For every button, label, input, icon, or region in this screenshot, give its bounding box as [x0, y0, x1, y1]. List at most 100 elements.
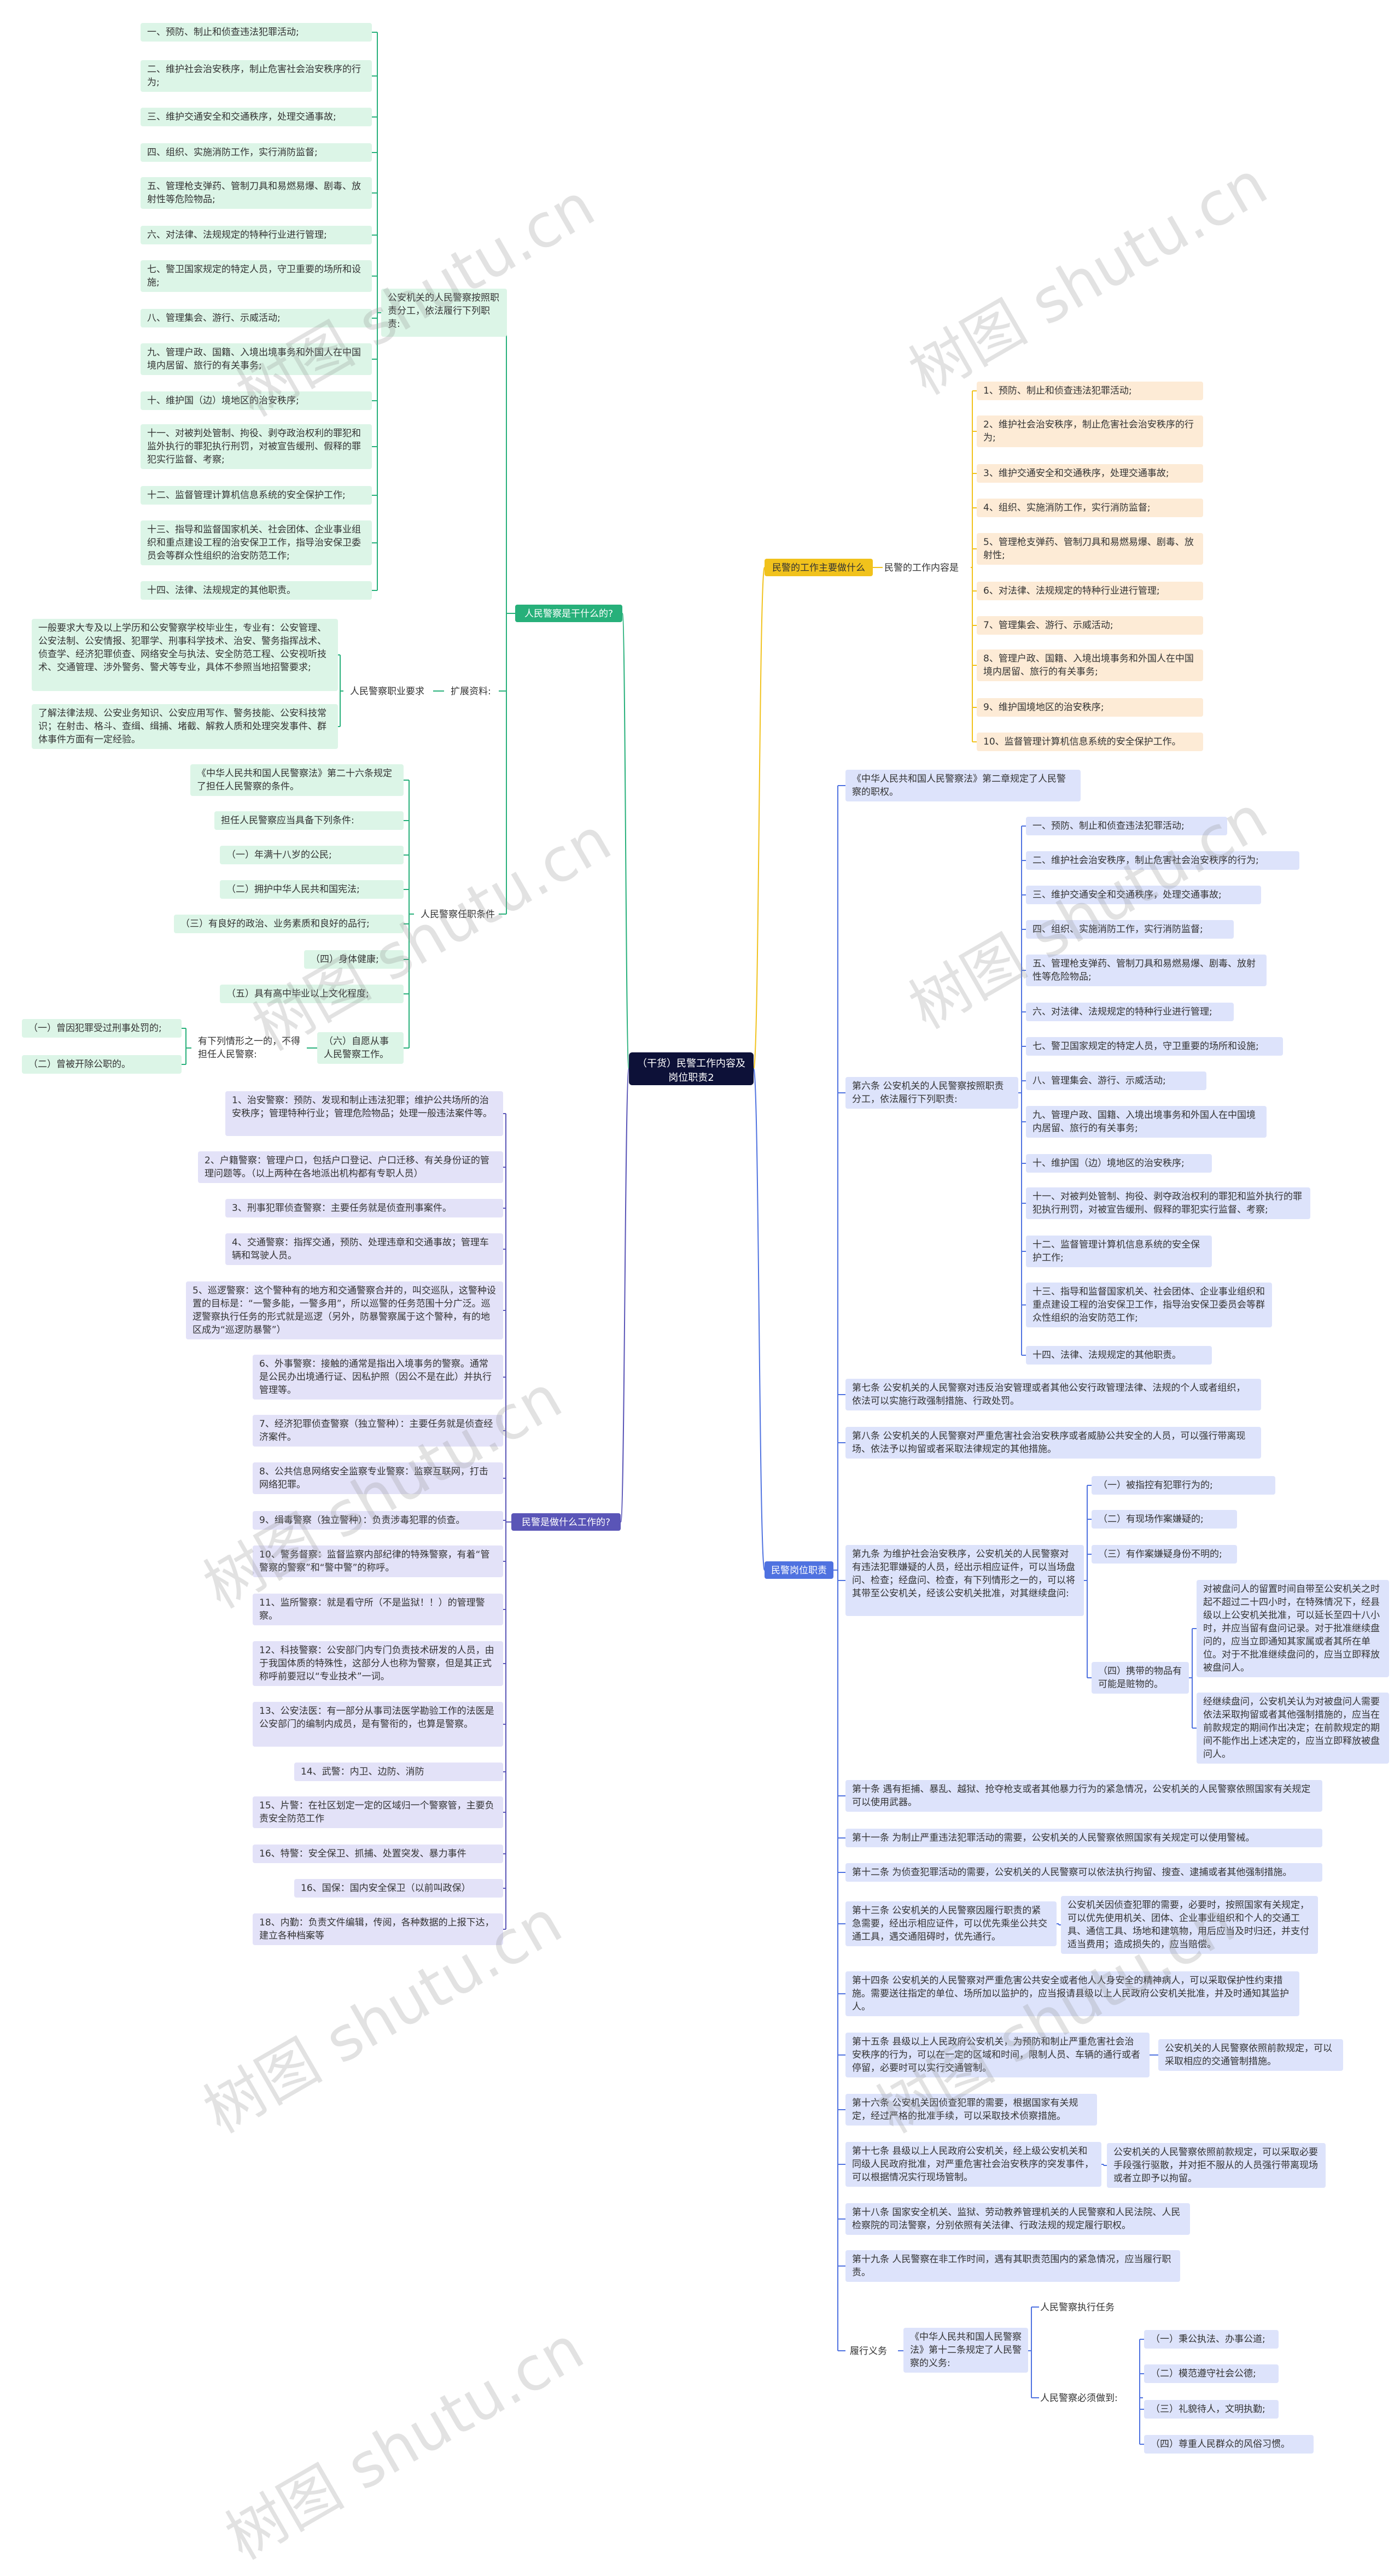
requirements-label[interactable]: 人民警察职业要求 [350, 686, 424, 697]
kind-item[interactable]: 8、公共信息网络安全监察专业警察：监察互联网，打击网络犯罪。 [253, 1462, 503, 1494]
content-item[interactable]: 6、对法律、法规规定的特种行业进行管理; [977, 582, 1203, 600]
what-duty-item[interactable]: 三、维护交通安全和交通秩序，处理交通事故; [141, 108, 372, 126]
kind-item[interactable]: 6、外事警察：接触的通常是指出入境事务的警察。通常是公民办出境通行证、因私护照（… [253, 1355, 503, 1400]
kind-item[interactable]: 1、治安警察：预防、发现和制止违法犯罪；维护公共场所的治安秩序；管理特种行业；管… [225, 1091, 503, 1136]
what-duty-item[interactable]: 二、维护社会治安秩序，制止危害社会治安秩序的行为; [141, 60, 372, 92]
article-15-detail[interactable]: 公安机关的人民警察依照前款规定，可以采取相应的交通管制措施。 [1158, 2039, 1343, 2071]
article-13[interactable]: 第十三条 公安机关的人民警察因履行职责的紧急需要，经出示相应证件，可以优先乘坐公… [845, 1901, 1057, 1946]
kind-item[interactable]: 16、国保：国内安全保卫（以前叫政保） [294, 1879, 503, 1898]
what-duty-item[interactable]: 八、管理集会、游行、示威活动; [141, 309, 372, 327]
obligation-label[interactable]: 履行义务 [850, 2346, 887, 2357]
article-11[interactable]: 第十一条 为制止严重违法犯罪活动的需要，公安机关的人民警察依照国家有关规定可以使… [845, 1829, 1322, 1847]
negative-label[interactable]: 有下列情形之一的，不得担任人民警察: [198, 1036, 300, 1060]
article-10[interactable]: 第十条 遇有拒捕、暴乱、越狱、抢夺枪支或者其他暴力行为的紧急情况，公安机关的人民… [845, 1780, 1322, 1812]
what-duty-item[interactable]: 四、组织、实施消防工作，实行消防监督; [141, 143, 372, 162]
what-duty-item[interactable]: 七、警卫国家规定的特定人员，守卫重要的场所和设施; [141, 260, 372, 292]
what-duty-item[interactable]: 十四、法律、法规规定的其他职责。 [141, 581, 372, 600]
kind-item[interactable]: 11、监所警察：就是看守所（不是监狱！！）的管理警察。 [253, 1594, 503, 1625]
article-6[interactable]: 第六条 公安机关的人民警察按照职责分工，依法履行下列职责: [845, 1077, 1018, 1109]
negative-item[interactable]: （一）曾因犯罪受过刑事处罚的; [22, 1019, 182, 1038]
obligation-source[interactable]: 《中华人民共和国人民警察法》第十二条规定了人民警察的义务: [903, 2328, 1028, 2373]
kind-item[interactable]: 9、缉毒警察（独立警种）：负责涉毒犯罪的侦查。 [253, 1511, 503, 1530]
duties-label[interactable]: 公安机关的人民警察按照职责分工，依法履行下列职责: [381, 289, 507, 337]
content-item[interactable]: 3、维护交通安全和交通秩序，处理交通事故; [977, 464, 1203, 483]
kind-item[interactable]: 16、特警：安全保卫、抓捕、处置突发、暴力事件 [253, 1845, 503, 1863]
branch-job-duties[interactable]: 民警岗位职责 [765, 1561, 833, 1579]
content-item[interactable]: 10、监督管理计算机信息系统的安全保护工作。 [977, 733, 1203, 751]
condition-item[interactable]: （三）有良好的政治、业务素质和良好的品行; [174, 915, 404, 933]
article-15[interactable]: 第十五条 县级以上人民政府公安机关，为预防和制止严重危害社会治安秩序的行为，可以… [845, 2033, 1150, 2077]
kind-item[interactable]: 4、交通警察：指挥交通，预防、处理违章和交通事故；管理车辆和驾驶人员。 [225, 1233, 503, 1265]
article-7[interactable]: 第七条 公安机关的人民警察对违反治安管理或者其他公安行政管理法律、法规的个人或者… [845, 1379, 1261, 1410]
art9-item[interactable]: （三）有作案嫌疑身份不明的; [1092, 1545, 1237, 1564]
kind-item[interactable]: 7、经济犯罪侦查警察（独立警种）：主要任务就是侦查经济案件。 [253, 1415, 503, 1447]
content-item[interactable]: 9、维护国境地区的治安秩序; [977, 698, 1203, 717]
content-item[interactable]: 7、管理集会、游行、示威活动; [977, 616, 1203, 635]
kind-item[interactable]: 15、片警：在社区划定一定的区域归一个警察管，主要负责安全防范工作 [253, 1796, 503, 1828]
obligation-item[interactable]: （三）礼貌待人，文明执勤; [1144, 2400, 1279, 2419]
article-16[interactable]: 第十六条 公安机关因侦查犯罪的需要，根据国家有关规定，经过严格的批准手续，可以采… [845, 2094, 1097, 2126]
kind-item[interactable]: 13、公安法医：有一部分从事司法医学勘验工作的法医是公安部门的编制内成员，是有警… [253, 1702, 503, 1747]
article-19[interactable]: 第十九条 人民警察在非工作时间，遇有其职责范围内的紧急情况，应当履行职责。 [845, 2250, 1180, 2282]
art9-item[interactable]: （四）携带的物品有可能是赃物的。 [1092, 1662, 1189, 1694]
art6-item[interactable]: 五、管理枪支弹药、管制刀具和易燃易爆、剧毒、放射性等危险物品; [1026, 955, 1267, 986]
art6-item[interactable]: 十一、对被判处管制、拘役、剥夺政治权利的罪犯和监外执行的罪犯执行刑罚，对被宣告缓… [1026, 1187, 1310, 1219]
condition-item[interactable]: （六）自愿从事人民警察工作。 [317, 1032, 404, 1064]
obligation-item[interactable]: （四）尊重人民群众的风俗习惯。 [1144, 2435, 1314, 2454]
content-item[interactable]: 4、组织、实施消防工作，实行消防监督; [977, 499, 1203, 517]
art9-item[interactable]: （二）有现场作案嫌疑的; [1092, 1510, 1237, 1529]
article-13-detail[interactable]: 公安机关因侦查犯罪的需要，必要时，按照国家有关规定，可以优先使用机关、团体、企业… [1061, 1896, 1318, 1954]
obligation-must[interactable]: 人民警察必须做到: [1040, 2393, 1118, 2404]
art6-item[interactable]: 十四、法律、法规规定的其他职责。 [1026, 1346, 1212, 1365]
extend-label[interactable]: 扩展资料: [451, 686, 491, 697]
what-duty-item[interactable]: 六、对法律、法规规定的特种行业进行管理; [141, 226, 372, 244]
obligation-exec[interactable]: 人民警察执行任务 [1040, 2302, 1115, 2313]
content-item[interactable]: 1、预防、制止和侦查违法犯罪活动; [977, 382, 1203, 400]
article-2[interactable]: 《中华人民共和国人民警察法》第二章规定了人民警察的职权。 [845, 770, 1081, 801]
art6-item[interactable]: 七、警卫国家规定的特定人员，守卫重要的场所和设施; [1026, 1037, 1283, 1056]
kind-item[interactable]: 18、内勤：负责文件编辑，传阅，各种数据的上报下达，建立各种档案等 [253, 1913, 503, 1945]
condition-item[interactable]: 《中华人民共和国人民警察法》第二十六条规定了担任人民警察的条件。 [190, 764, 404, 796]
article-9[interactable]: 第九条 为维护社会治安秩序，公安机关的人民警察对有违法犯罪嫌疑的人员，经出示相应… [845, 1545, 1084, 1616]
article-17-detail[interactable]: 公安机关的人民警察依照前款规定，可以采取必要手段强行驱散，并对拒不服从的人员强行… [1107, 2143, 1326, 2188]
art9-detail[interactable]: 经继续盘问，公安机关认为对被盘问人需要依法采取拘留或者其他强制措施的，应当在前款… [1197, 1693, 1389, 1764]
branch-police-kinds[interactable]: 民警是做什么工作的? [511, 1513, 621, 1531]
article-8[interactable]: 第八条 公安机关的人民警察对严重危害社会治安秩序或者威胁公共安全的人员，可以强行… [845, 1427, 1261, 1459]
art6-item[interactable]: 十三、指导和监督国家机关、社会团体、企业事业组织和重点建设工程的治安保卫工作，指… [1026, 1283, 1272, 1327]
art6-item[interactable]: 一、预防、制止和侦查违法犯罪活动; [1026, 817, 1227, 835]
what-duty-item[interactable]: 十、维护国（边）境地区的治安秩序; [141, 391, 372, 410]
kind-item[interactable]: 10、警务督察：监督监察内部纪律的特殊警察，有着“管警察的警察”和“警中警”的称… [253, 1545, 503, 1577]
art6-item[interactable]: 三、维护交通安全和交通秩序，处理交通事故; [1026, 886, 1261, 904]
condition-item[interactable]: （一）年满十八岁的公民; [220, 846, 404, 864]
condition-item[interactable]: （四）身体健康; [304, 950, 404, 969]
what-duty-item[interactable]: 一、预防、制止和侦查违法犯罪活动; [141, 23, 372, 42]
content-item[interactable]: 8、管理户政、国籍、入境出境事务和外国人在中国境内居留、旅行的有关事务; [977, 649, 1203, 681]
condition-item[interactable]: （五）具有高中毕业以上文化程度; [220, 985, 404, 1003]
art9-item[interactable]: （一）被指控有犯罪行为的; [1092, 1476, 1275, 1495]
requirement-item[interactable]: 了解法律法规、公安业务知识、公安应用写作、警务技能、公安科技常识；在射击、格斗、… [32, 704, 338, 749]
negative-item[interactable]: （二）曾被开除公职的。 [22, 1055, 182, 1074]
art6-item[interactable]: 六、对法律、法规规定的特种行业进行管理; [1026, 1003, 1234, 1021]
art6-item[interactable]: 二、维护社会治安秩序，制止危害社会治安秩序的行为; [1026, 851, 1299, 870]
content-label[interactable]: 民警的工作内容是 [884, 563, 959, 573]
branch-what-police-do[interactable]: 人民警察是干什么的? [515, 605, 622, 622]
article-14[interactable]: 第十四条 公安机关的人民警察对严重危害公共安全或者他人人身安全的精神病人，可以采… [845, 1971, 1299, 2016]
content-item[interactable]: 5、管理枪支弹药、管制刀具和易燃易爆、剧毒、放射性; [977, 533, 1203, 565]
art9-detail[interactable]: 对被盘问人的留置时间自带至公安机关之时起不超过二十四小时，在特殊情况下，经县级以… [1197, 1580, 1389, 1677]
content-item[interactable]: 2、维护社会治安秩序，制止危害社会治安秩序的行为; [977, 415, 1203, 447]
what-duty-item[interactable]: 十一、对被判处管制、拘役、剥夺政治权利的罪犯和监外执行的罪犯执行刑罚，对被宣告缓… [141, 424, 372, 469]
article-18[interactable]: 第十八条 国家安全机关、监狱、劳动教养管理机关的人民警察和人民法院、人民检察院的… [845, 2203, 1190, 2235]
what-duty-item[interactable]: 十三、指导和监督国家机关、社会团体、企业事业组织和重点建设工程的治安保卫工作，指… [141, 520, 372, 565]
condition-item[interactable]: （二）拥护中华人民共和国宪法; [220, 880, 404, 899]
kind-item[interactable]: 5、巡逻警察：这个警种有的地方和交通警察合并的，叫交巡队，这警种设置的目标是：“… [186, 1281, 503, 1339]
conditions-label[interactable]: 人民警察任职条件 [421, 909, 495, 920]
root-node[interactable]: （干货）民警工作内容及岗位职责2 [629, 1052, 754, 1085]
art6-item[interactable]: 九、管理户政、国籍、入境出境事务和外国人在中国境内居留、旅行的有关事务; [1026, 1106, 1267, 1138]
obligation-item[interactable]: （一）秉公执法、办事公道; [1144, 2330, 1279, 2349]
art6-item[interactable]: 十、维护国（边）境地区的治安秩序; [1026, 1154, 1212, 1173]
requirement-item[interactable]: 一般要求大专及以上学历和公安警察学校毕业生，专业有：公安管理、公安法制、公安情报… [32, 619, 338, 691]
art6-item[interactable]: 八、管理集会、游行、示威活动; [1026, 1072, 1206, 1090]
article-12[interactable]: 第十二条 为侦查犯罪活动的需要，公安机关的人民警察可以依法执行拘留、搜查、逮捕或… [845, 1863, 1322, 1882]
kind-item[interactable]: 3、刑事犯罪侦查警察：主要任务就是侦查刑事案件。 [225, 1199, 503, 1217]
what-duty-item[interactable]: 九、管理户政、国籍、入境出境事务和外国人在中国境内居留、旅行的有关事务; [141, 343, 372, 375]
